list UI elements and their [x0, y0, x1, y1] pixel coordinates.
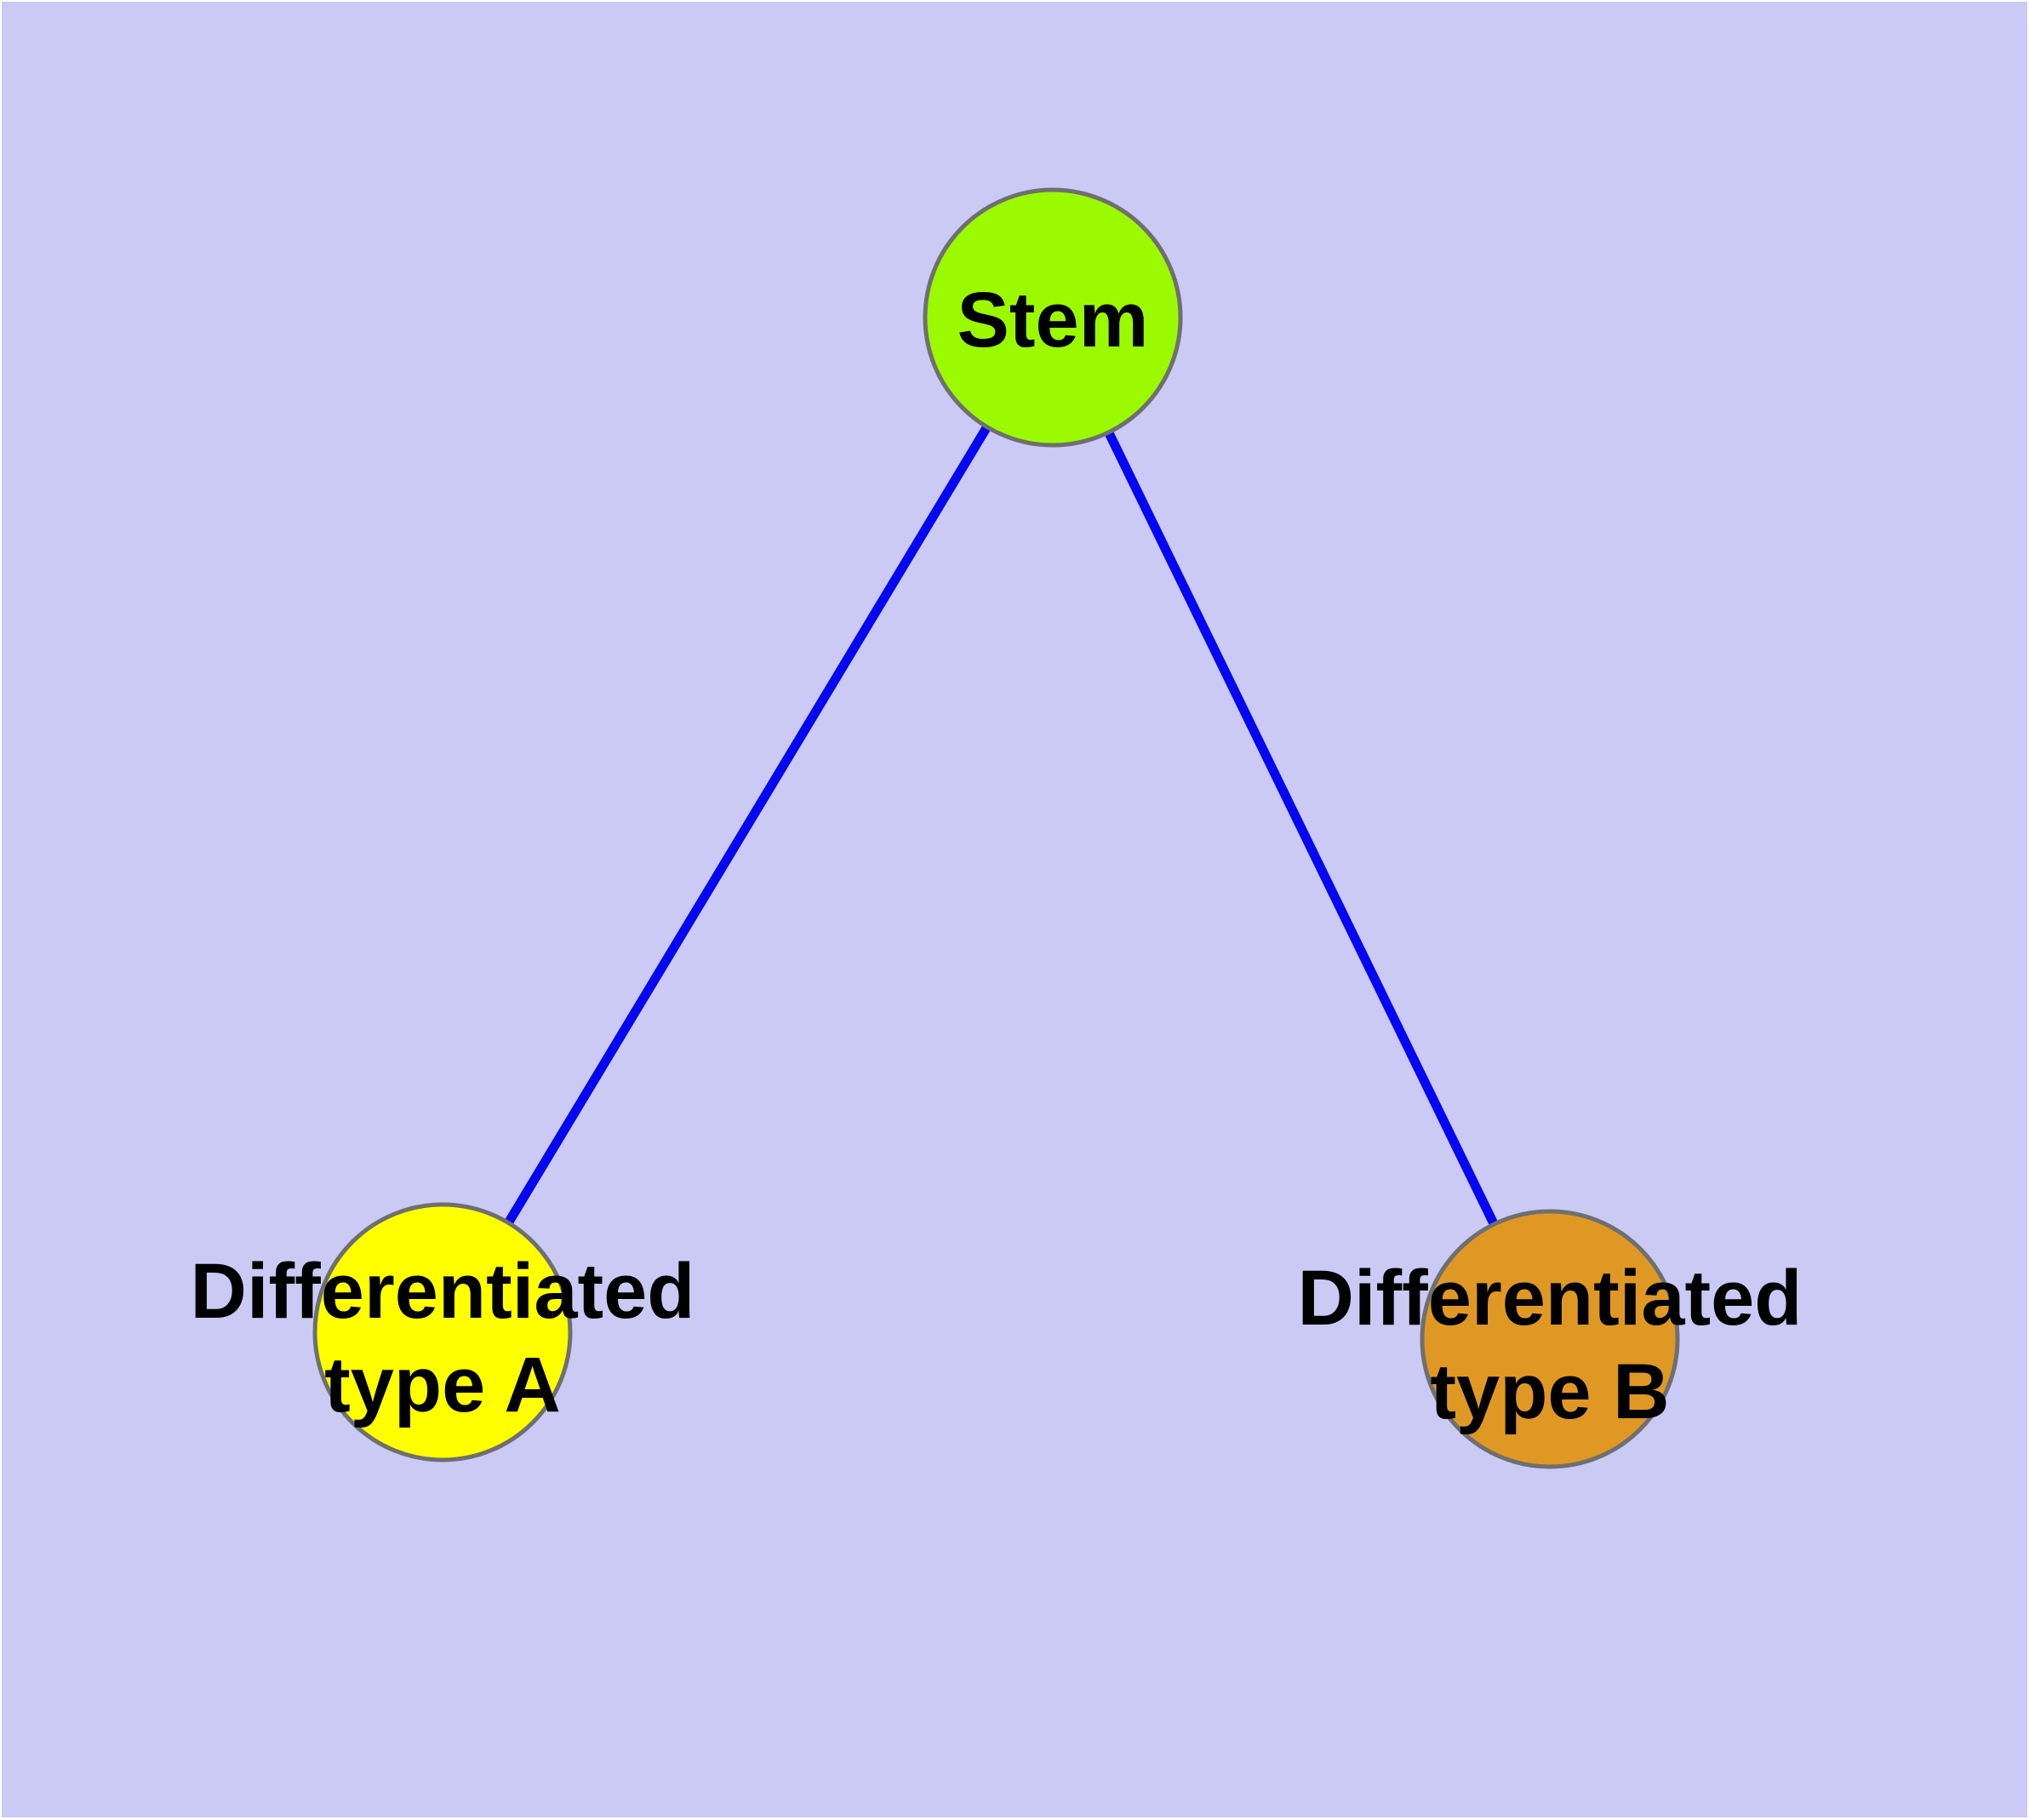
node-type-a-label-line2: type A [324, 1342, 561, 1428]
node-stem [923, 187, 1183, 448]
node-type-b-label-line2: type B [1430, 1348, 1669, 1435]
edge-stem-to-type-a [438, 315, 1057, 1335]
node-type-b-label-line1: Differentiated [1298, 1255, 1803, 1342]
edge-stem-to-type-b [1049, 315, 1554, 1342]
node-differentiated-type-a [312, 1202, 573, 1462]
node-differentiated-type-b [1420, 1209, 1680, 1469]
node-type-a-label-line1: Differentiated [191, 1248, 695, 1335]
node-stem-label: Stem [957, 277, 1149, 363]
